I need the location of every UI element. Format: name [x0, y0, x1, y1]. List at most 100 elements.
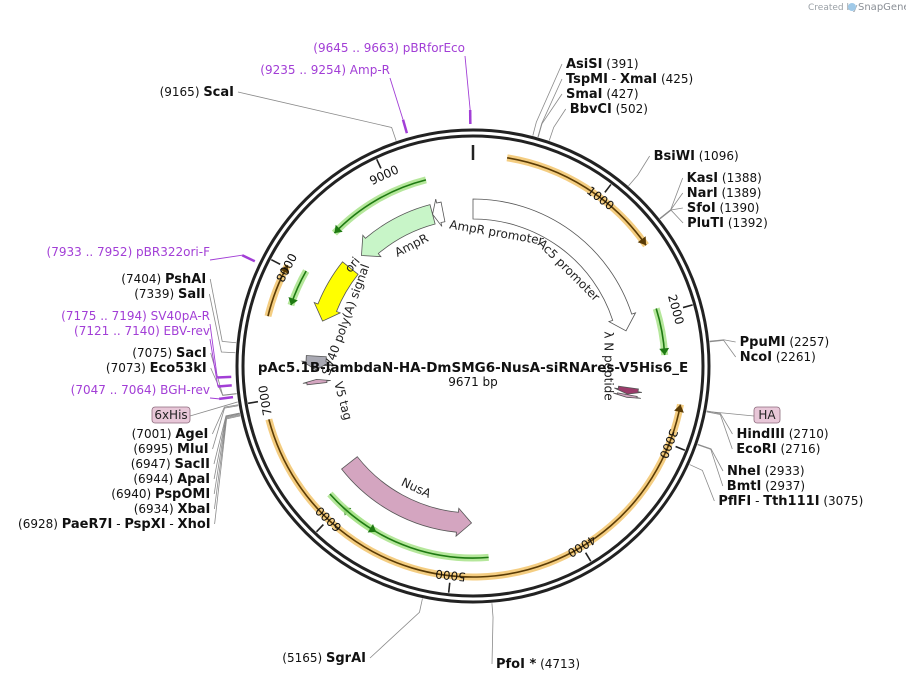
feature-ac5-promoter[interactable]: Ac5 promoter — [472, 198, 637, 332]
tick-label: 7000 — [256, 384, 275, 416]
orf-arrow[interactable] — [331, 176, 427, 236]
site-label: (7001) AgeI — [132, 427, 209, 442]
site-mlui[interactable]: (6995) MluI — [133, 405, 239, 457]
site-label: NheI (2933) — [727, 464, 805, 479]
tick-mark — [675, 445, 686, 451]
tag-label: HA — [758, 408, 776, 422]
site-label: PpuMI (2257) — [740, 335, 830, 350]
site-label: (5165) SgrAI — [282, 651, 366, 666]
site-hindiii[interactable]: HindIII (2710) — [706, 410, 829, 442]
orf-arrow[interactable] — [506, 154, 649, 248]
site-paer7i[interactable]: (6928) PaeR7I - PspXI - XhoI — [18, 415, 241, 532]
tag-box — [151, 406, 191, 424]
primer-label: (7121 .. 7140) EBV-rev — [74, 324, 210, 338]
site-label: (6940) PspOMI — [111, 487, 210, 502]
site-sali[interactable]: (7339) SalI — [134, 287, 236, 354]
site-pshai[interactable]: (7404) PshAI — [121, 272, 237, 344]
site-bbvci[interactable]: BbvCI (502) — [548, 102, 648, 141]
site-ppumi[interactable]: PpuMI (2257) — [709, 335, 830, 350]
tag-ha[interactable]: HA — [706, 406, 781, 424]
feature-ampr[interactable]: AmpR — [361, 204, 436, 260]
plasmid-name: pAc5.1B-lambdaN-HA-DmSMG6-NusA-siRNAres-… — [258, 360, 688, 376]
orf-arrow[interactable] — [265, 403, 684, 581]
tick-label: 5000 — [435, 567, 467, 584]
site-label: (7404) PshAI — [121, 272, 206, 287]
tag-layer: HA 6xHis — [151, 401, 781, 424]
primer-bgh-rev[interactable]: (7047 .. 7064) BGH-rev — [71, 383, 234, 401]
tag-box — [753, 406, 781, 424]
site-label: (6928) PaeR7I - PspXI - XhoI — [18, 517, 211, 532]
site-pspomi[interactable]: (6940) PspOMI — [111, 413, 240, 502]
site-agei[interactable]: (7001) AgeI — [132, 404, 239, 442]
site-ecori[interactable]: EcoRI (2716) — [706, 411, 821, 457]
site-label: SmaI (427) — [566, 87, 639, 102]
site-eco53ki[interactable]: (7073) Eco53kI — [106, 361, 237, 396]
site-xbai[interactable]: (6934) XbaI — [134, 414, 241, 517]
snapgene-watermark[interactable]: Created by SnapGene — [808, 2, 906, 13]
site-sgrai[interactable]: (5165) SgrAI — [282, 598, 423, 666]
feature-lambda-n-peptide[interactable]: λ N peptide — [602, 331, 643, 401]
primer-mark — [217, 375, 232, 379]
site-label: (6934) XbaI — [134, 502, 211, 517]
site-label: (7073) Eco53kI — [106, 361, 207, 376]
primer-label: (7175 .. 7194) SV40pA-R — [61, 309, 210, 323]
primer-ebv-rev[interactable]: (7121 .. 7140) EBV-rev — [74, 324, 232, 388]
site-pluti[interactable]: PluTI (1392) — [659, 209, 768, 231]
primer-label: (7933 .. 7952) pBR322ori-F — [47, 245, 211, 259]
feature-label: λ N peptide — [602, 331, 616, 400]
site-label: SfoI (1390) — [687, 201, 760, 216]
orf-arrow[interactable] — [652, 307, 670, 356]
tick-mark — [315, 523, 324, 533]
site-label: BbvCI (502) — [570, 102, 648, 117]
site-label: (7075) SacI — [132, 346, 206, 361]
site-smai[interactable]: SmaI (427) — [537, 87, 639, 138]
primer-sv40pa-r[interactable]: (7175 .. 7194) SV40pA-R — [61, 309, 232, 379]
site-asisi[interactable]: AsiSI (391) — [532, 57, 639, 136]
site-nari[interactable]: NarI (1389) — [659, 186, 762, 219]
site-apai[interactable]: (6944) ApaI — [133, 413, 240, 487]
tag-6xhis[interactable]: 6xHis — [151, 401, 238, 424]
site-sacii[interactable]: (6947) SacII — [131, 412, 240, 472]
tick-mark — [270, 258, 281, 266]
site-sfoi[interactable]: SfoI (1390) — [659, 201, 760, 219]
site-label: PflFI - Tth111I (3075) — [718, 494, 863, 509]
watermark-prefix: Created by — [808, 3, 858, 13]
site-pflfi[interactable]: PflFI - Tth111I (3075) — [689, 464, 864, 509]
snapgene-logo-icon — [848, 3, 856, 11]
site-label: KasI (1388) — [687, 171, 762, 186]
watermark-brand: SnapGene — [858, 2, 906, 13]
site-label: BsiWI (1096) — [654, 149, 739, 164]
primer-amp-r[interactable]: (9235 .. 9254) Amp-R — [260, 63, 409, 134]
site-label: NarI (1389) — [687, 186, 762, 201]
feature-v5-tag[interactable]: V5 tag — [302, 378, 355, 422]
site-tspmi[interactable]: TspMI - XmaI (425) — [537, 72, 693, 138]
feature-ha[interactable] — [613, 392, 641, 399]
site-label: (6944) ApaI — [133, 472, 210, 487]
primer-pbr322ori-f[interactable]: (7933 .. 7952) pBR322ori-F — [47, 245, 256, 263]
orf-arrow[interactable] — [264, 263, 291, 318]
primer-mark — [241, 254, 256, 263]
site-bmti[interactable]: BmtI (2937) — [697, 444, 805, 494]
site-label: EcoRI (2716) — [736, 442, 820, 457]
plasmid-title-block: pAc5.1B-lambdaN-HA-DmSMG6-NusA-siRNAres-… — [258, 360, 688, 389]
site-kasi[interactable]: KasI (1388) — [659, 171, 762, 219]
site-pfoi[interactable]: PfoI * (4713) — [491, 603, 580, 672]
site-nhei[interactable]: NheI (2933) — [697, 443, 805, 479]
site-scai[interactable]: (9165) ScaI — [160, 85, 397, 141]
primer-pbrforeco[interactable]: (9645 .. 9663) pBRforEco — [313, 41, 472, 125]
site-label: HindIII (2710) — [736, 427, 828, 442]
primer-label: (9235 .. 9254) Amp-R — [260, 63, 390, 77]
tag-label: 6xHis — [154, 408, 187, 422]
tick-mark — [604, 183, 612, 193]
tick-mark — [447, 582, 451, 593]
site-bsiwi[interactable]: BsiWI (1096) — [628, 149, 739, 187]
feature-nusa[interactable]: NusA — [341, 456, 473, 538]
site-label: TspMI - XmaI (425) — [566, 72, 693, 87]
site-label: (7339) SalI — [134, 287, 205, 302]
site-ncoi[interactable]: NcoI (2261) — [709, 339, 816, 365]
plasmid-backbone — [235, 128, 711, 604]
orf-arrow[interactable] — [327, 491, 378, 535]
orf-arrow[interactable] — [287, 269, 310, 307]
tick-mark — [584, 552, 592, 562]
